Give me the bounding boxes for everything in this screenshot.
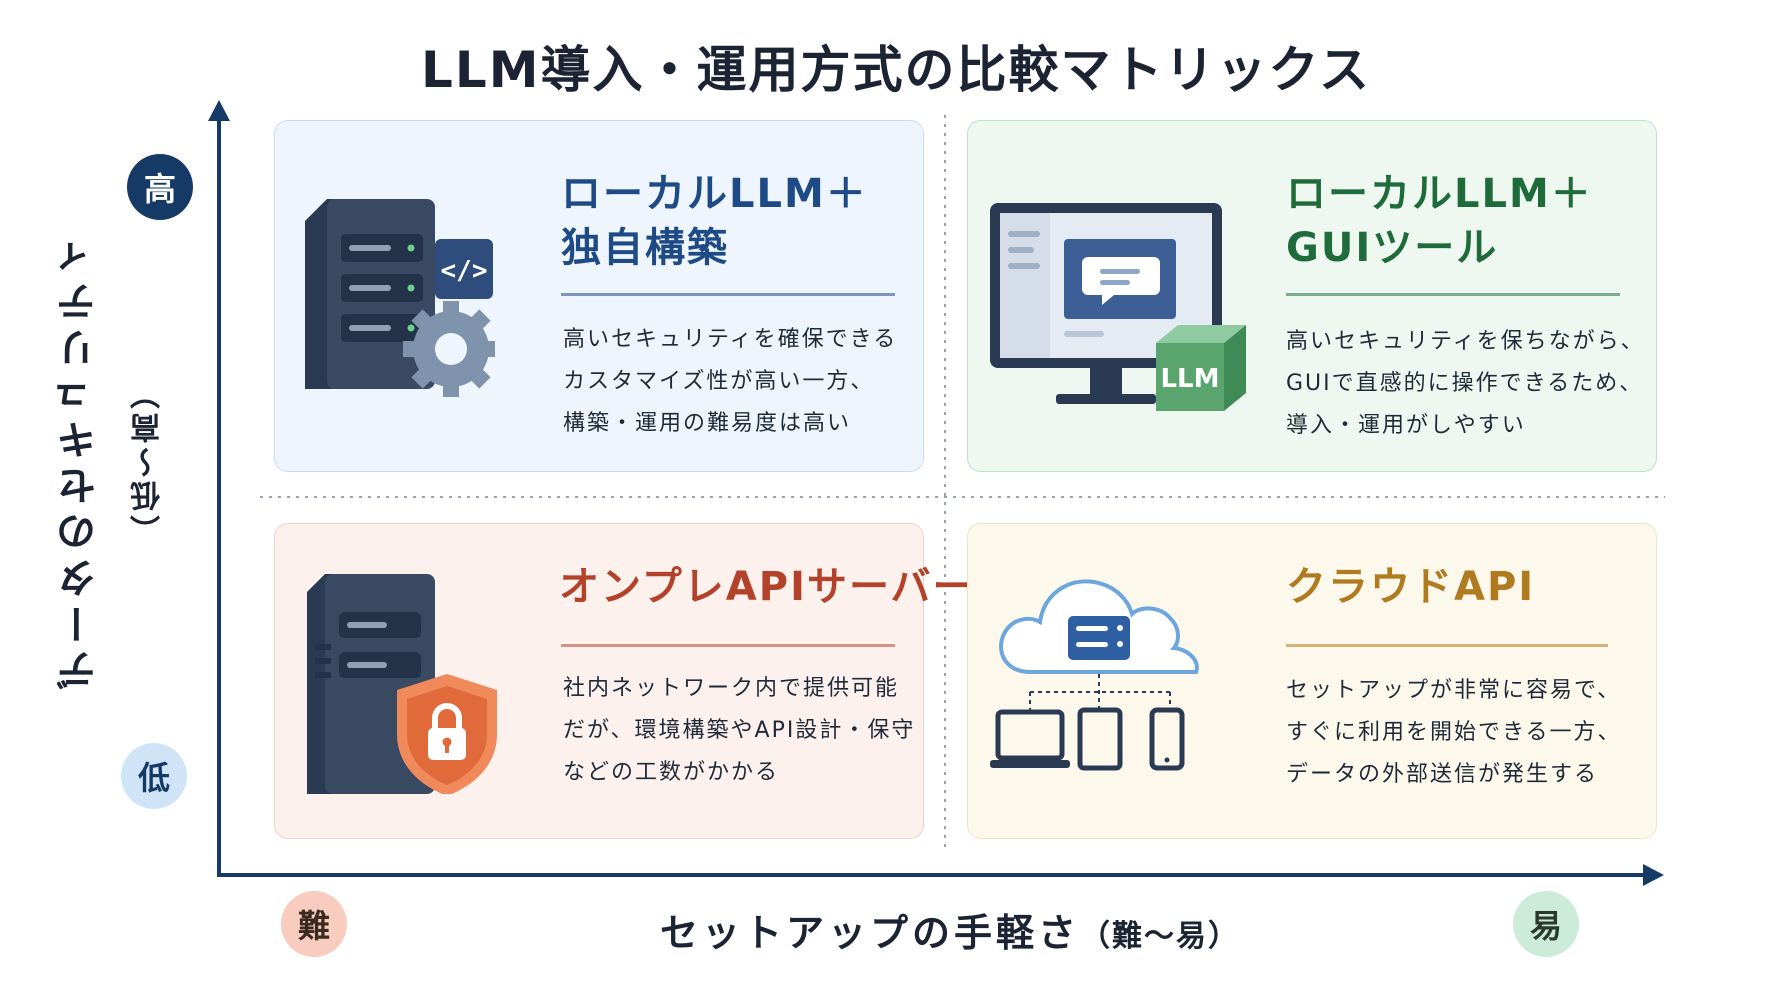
- page-title: LLM導入・運用方式の比較マトリックス: [421, 41, 1371, 99]
- x-axis-label-group: セットアップの手軽さ（難～易）: [600, 902, 1300, 957]
- quadrant-description: 高いセキュリティを保ちながら、 GUIで直感的に操作できるため、 導入・運用がし…: [1286, 321, 1645, 447]
- quadrant-title: ローカルLLM＋ GUIツール: [1286, 167, 1593, 275]
- quadrant-description: 社内ネットワーク内で提供可能 だが、環境構築やAPI設計・保守 などの工数がかか…: [563, 668, 915, 794]
- quadrant-description-line: 社内ネットワーク内で提供可能: [563, 676, 900, 701]
- quadrant-title-underline: [1286, 644, 1608, 647]
- cloud-devices-icon: [990, 579, 1199, 771]
- quadrant-description-line: データの外部送信が発生する: [1286, 762, 1599, 787]
- y-axis-arrow: [208, 100, 230, 121]
- quadrant-title-line: 独自構築: [561, 225, 729, 271]
- quadrant-title-line: ローカルLLM＋: [561, 171, 868, 217]
- setup-easy-badge: 易: [1513, 891, 1579, 957]
- quadrant-title-underline: [561, 644, 895, 647]
- quadrant-description: セットアップが非常に容易で、 すぐに利用を開始できる一方、 データの外部送信が発…: [1286, 670, 1622, 796]
- quadrant-title-line: ローカルLLM＋: [1286, 171, 1593, 217]
- quadrant-description-line: GUIで直感的に操作できるため、: [1286, 371, 1644, 396]
- quadrant-local-llm-custom: </> ローカルLLM＋ 独自構築: [274, 120, 924, 472]
- quadrant-description-line: セットアップが非常に容易で、: [1286, 678, 1622, 703]
- security-high-badge: 高: [127, 154, 193, 220]
- y-axis-label-group: データのセキュリティ （低～高）: [26, 230, 196, 690]
- quadrant-description-line: などの工数がかかる: [563, 760, 780, 785]
- llm-cube-label: LLM: [1160, 364, 1219, 394]
- monitor-chat-llm-cube-icon: LLM: [990, 203, 1246, 411]
- y-axis-sublabel: （低～高）: [131, 375, 166, 545]
- quadrant-title-underline: [561, 293, 895, 296]
- quadrant-description-line: 高いセキュリティを確保できる: [563, 327, 898, 352]
- x-axis-sublabel: （難～易）: [1080, 919, 1240, 954]
- quadrant-title-line: クラウドAPI: [1286, 564, 1536, 610]
- quadrant-title-line: オンプレAPIサーバー: [559, 564, 975, 610]
- quadrant-title: オンプレAPIサーバー: [559, 560, 975, 614]
- quadrant-description-line: 構築・運用の難易度は高い: [563, 411, 852, 436]
- quadrant-description-line: 導入・運用がしやすい: [1286, 413, 1526, 438]
- quadrant-title: クラウドAPI: [1286, 560, 1535, 614]
- svg-text:</>: </>: [441, 256, 488, 286]
- quadrant-title: ローカルLLM＋ 独自構築: [561, 167, 868, 275]
- quadrant-local-llm-gui: LLM ローカルLLM＋ GUIツール 高いセキュリティを保ちながら、 GUIで…: [967, 120, 1657, 472]
- server-code-gear-icon: </>: [305, 199, 495, 397]
- security-low-badge: 低: [121, 743, 187, 809]
- setup-hard-badge: 難: [281, 891, 347, 957]
- quadrant-description-line: だが、環境構築やAPI設計・保守: [563, 718, 916, 743]
- x-axis-label: セットアップの手軽さ: [659, 911, 1080, 955]
- quadrant-title-line: GUIツール: [1286, 225, 1499, 271]
- quadrant-description: 高いセキュリティを確保できる カスタマイズ性が高い一方、 構築・運用の難易度は高…: [563, 319, 897, 445]
- server-shield-lock-icon: [307, 574, 497, 794]
- quadrant-title-underline: [1286, 293, 1620, 296]
- x-axis-arrow: [1643, 864, 1664, 886]
- quadrant-description-line: すぐに利用を開始できる一方、: [1286, 720, 1622, 745]
- quadrant-description-line: 高いセキュリティを保ちながら、: [1286, 329, 1645, 354]
- quadrant-onprem-api-server: オンプレAPIサーバー 社内ネットワーク内で提供可能 だが、環境構築やAPI設計…: [274, 523, 973, 839]
- y-axis-label: データのセキュリティ: [57, 230, 103, 690]
- quadrant-cloud-api: クラウドAPI セットアップが非常に容易で、 すぐに利用を開始できる一方、 デー…: [967, 523, 1657, 839]
- quadrant-description-line: カスタマイズ性が高い一方、: [563, 369, 875, 394]
